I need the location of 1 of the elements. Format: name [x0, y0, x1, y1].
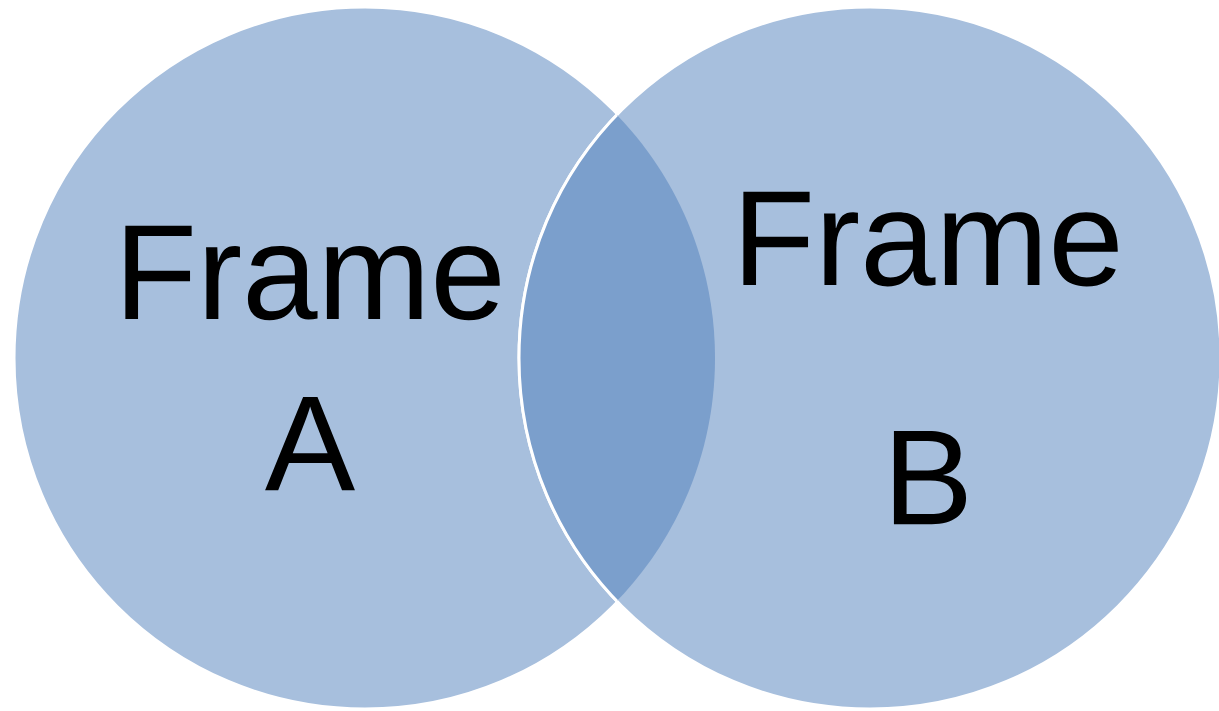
node-label: Frame B	[743, 191, 1118, 525]
